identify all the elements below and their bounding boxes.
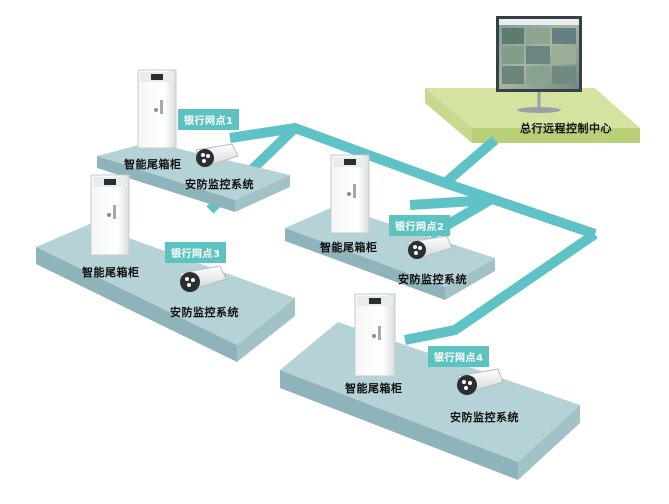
branch-1-camera-label: 安防监控系统 [185, 178, 254, 191]
camera-icon-branch-2 [407, 235, 453, 261]
monitor-icon [496, 16, 582, 113]
branch-3-safe-label: 智能尾箱柜 [82, 266, 140, 279]
branch-2-safe-label: 智能尾箱柜 [320, 241, 378, 254]
branch-4-safe-label: 智能尾箱柜 [345, 382, 403, 395]
branch-4-tag: 银行网点4 [428, 346, 490, 367]
camera-icon-branch-3 [179, 265, 227, 293]
network-line-branch2 [443, 178, 597, 239]
safe-icon-branch-2 [330, 154, 370, 234]
branch-3-tag: 银行网点3 [165, 242, 227, 263]
camera-icon-branch-1 [195, 143, 239, 169]
branch-1-platform [97, 142, 290, 212]
safe-icon-branch-1 [137, 69, 177, 149]
branch-1-tag: 银行网点1 [178, 109, 240, 130]
branch-4-camera-label: 安防监控系统 [450, 411, 519, 424]
branch-2-tag: 银行网点2 [389, 215, 451, 236]
control-center-label: 总行远程控制中心 [520, 122, 612, 135]
branch-3-camera-label: 安防监控系统 [170, 306, 239, 319]
safe-icon-branch-4 [354, 293, 396, 377]
network-line-branch4 [404, 229, 598, 345]
branch-2-camera-label: 安防监控系统 [398, 273, 467, 286]
branch-1-safe-label: 智能尾箱柜 [124, 158, 182, 171]
network-line-branch1 [229, 122, 499, 189]
safe-icon-branch-3 [90, 174, 130, 256]
camera-icon-branch-4 [457, 368, 504, 395]
